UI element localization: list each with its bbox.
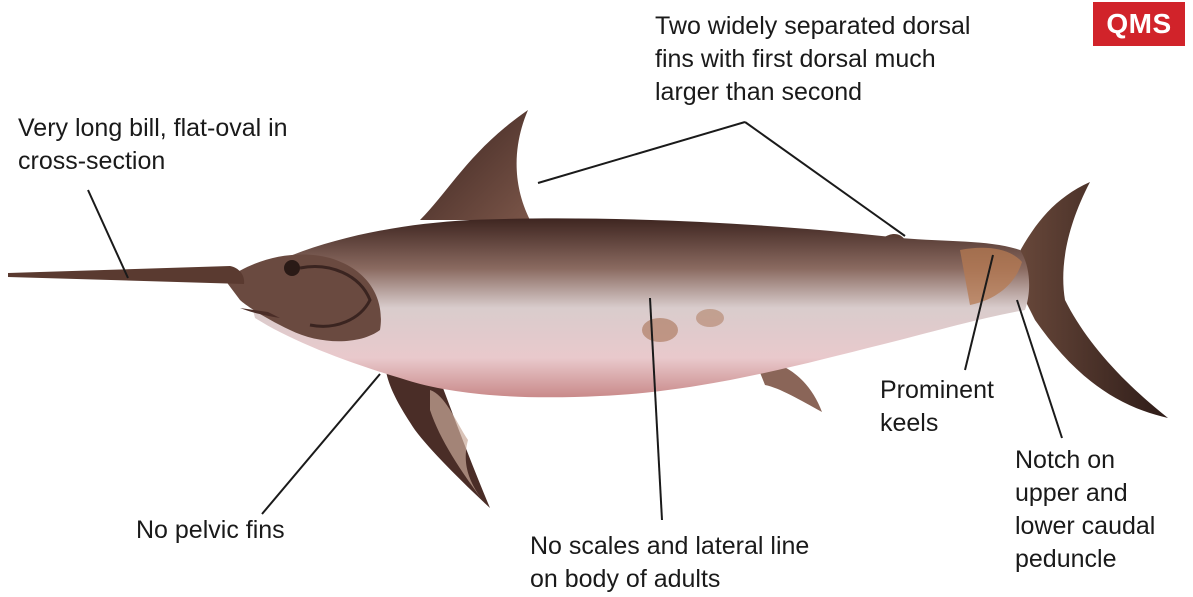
- first-dorsal-fin: [420, 110, 530, 220]
- annotation-bill: Very long bill, flat-oval in cross-secti…: [18, 112, 288, 178]
- annotation-scales: No scales and lateral line on body of ad…: [530, 530, 809, 596]
- annotation-pelvic-fins: No pelvic fins: [136, 514, 285, 547]
- leader-line-bill: [88, 190, 128, 278]
- annotation-dorsal-fins: Two widely separated dorsal fins with fi…: [655, 10, 970, 109]
- qms-logo: QMS: [1093, 2, 1185, 46]
- annotation-keels: Prominent keels: [880, 374, 994, 440]
- annotation-notch: Notch on upper and lower caudal peduncle: [1015, 444, 1155, 576]
- caudal-fin: [1010, 182, 1168, 418]
- eye: [284, 260, 300, 276]
- leader-line-pelvic: [262, 374, 380, 514]
- leader-line-dorsal-a: [538, 122, 745, 183]
- leader-line-dorsal-b: [745, 122, 905, 236]
